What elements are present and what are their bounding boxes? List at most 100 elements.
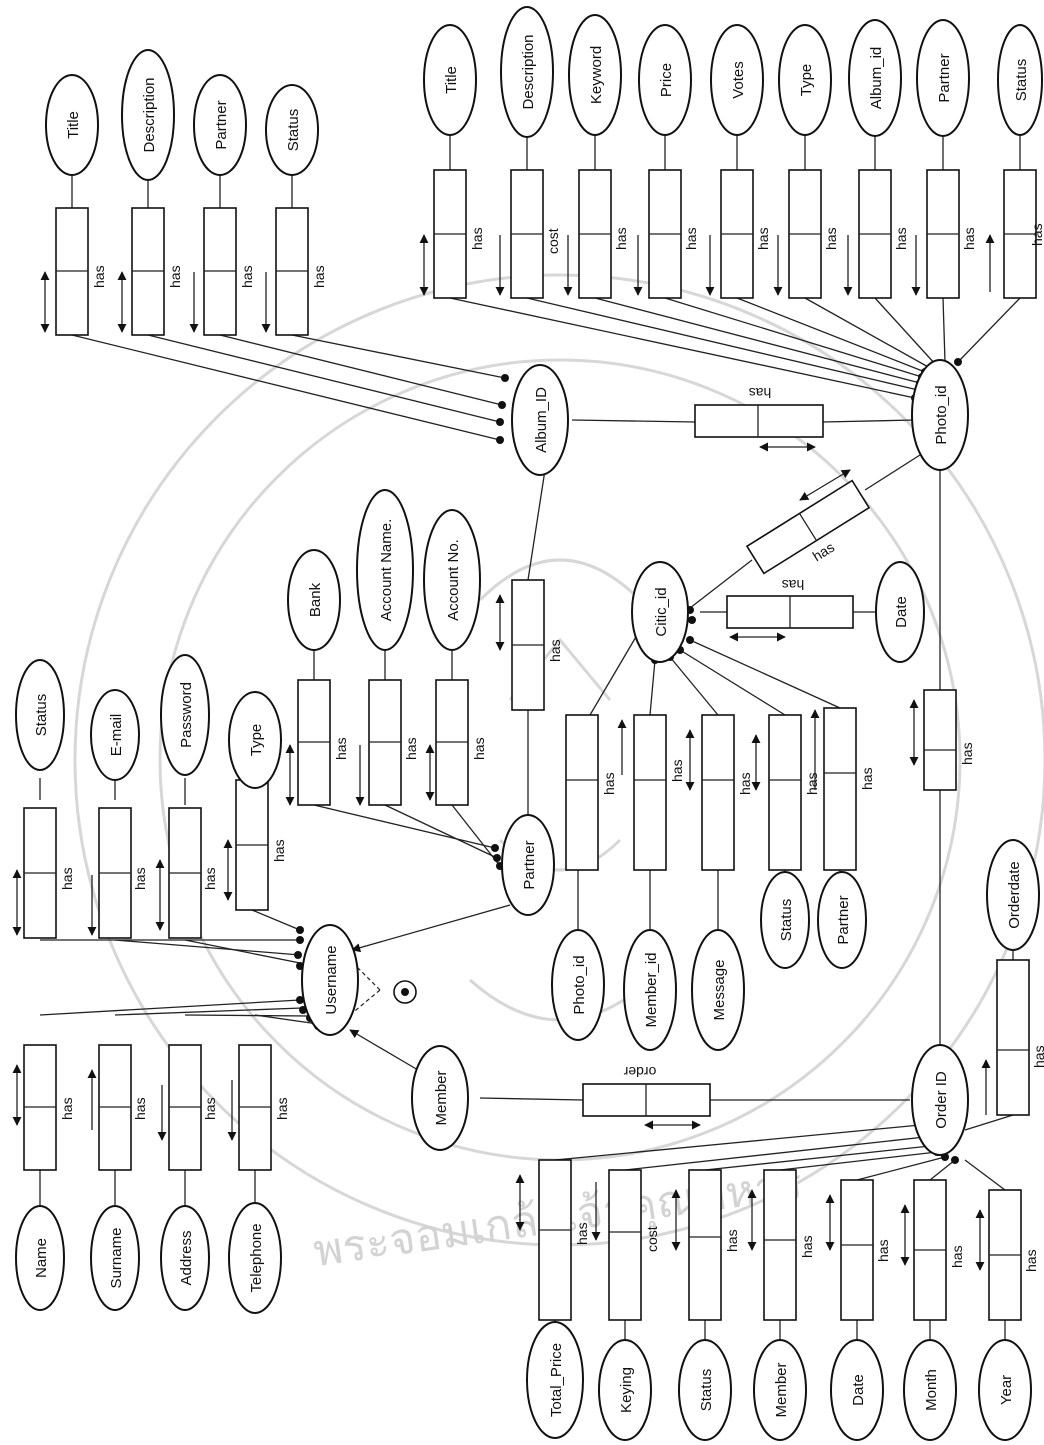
attr-password: Password — [161, 655, 209, 775]
rel-order-member-order: order — [583, 1064, 710, 1116]
svg-text:Price: Price — [658, 63, 675, 97]
attr-address: Address — [161, 1206, 209, 1310]
attr-order-year: Year — [979, 1340, 1031, 1440]
svg-text:Account No.: Account No. — [445, 539, 462, 621]
svg-text:Status: Status — [698, 1369, 715, 1412]
attr-photo-status: Status — [998, 25, 1042, 135]
rel-has-orderdate: has — [997, 960, 1044, 1115]
attr-surname: Surname — [91, 1206, 139, 1310]
attr-album-title: Title — [46, 75, 98, 175]
svg-text:has: has — [471, 737, 487, 760]
svg-text:Name: Name — [33, 1238, 50, 1278]
svg-text:Votes: Votes — [730, 61, 747, 99]
rel-has-order-member: has — [764, 1170, 815, 1320]
rel-has-order-month: has — [914, 1180, 965, 1320]
attr-name: Name — [16, 1206, 64, 1310]
svg-text:Status: Status — [778, 899, 795, 942]
attr-photo-title: Title — [424, 25, 476, 135]
svg-text:Description: Description — [141, 77, 158, 152]
rel-has-partner-album: has — [512, 580, 563, 710]
rel-has-email: has — [99, 808, 148, 938]
attr-type: Type — [229, 692, 281, 788]
rel-has-address: has — [169, 1045, 218, 1170]
svg-text:Partner: Partner — [213, 100, 230, 149]
svg-text:has: has — [669, 759, 685, 782]
entity-partner: Partner — [502, 815, 554, 915]
svg-text:has: has — [132, 1097, 148, 1120]
rel-has-status: has — [24, 808, 75, 938]
attr-account-no: Account No. — [424, 510, 480, 650]
svg-text:has: has — [469, 227, 485, 250]
svg-text:Title: Title — [443, 66, 460, 94]
entity-photo: Photo_id — [912, 360, 968, 470]
svg-text:has: has — [311, 265, 327, 288]
entity-citic-label: Citic_id — [653, 587, 670, 636]
svg-text:has: has — [961, 227, 977, 250]
rel-has-account-name: has — [369, 680, 419, 805]
svg-text:has: has — [782, 577, 805, 593]
svg-text:Keying: Keying — [618, 1367, 635, 1413]
svg-text:Partner: Partner — [835, 895, 852, 944]
svg-text:Total_Price: Total_Price — [548, 1343, 565, 1417]
svg-text:has: has — [59, 1097, 75, 1120]
rel-has-album-photo: has — [695, 385, 823, 437]
svg-text:has: has — [1023, 1249, 1039, 1272]
svg-text:has: has — [959, 742, 975, 765]
attr-citic-date: Date — [876, 562, 924, 662]
rel-has-name: has — [24, 1045, 75, 1170]
rel-has-password: has — [169, 808, 218, 938]
svg-text:has: has — [613, 227, 629, 250]
svg-text:Title: Title — [65, 111, 82, 139]
svg-text:E-mail: E-mail — [108, 714, 125, 757]
svg-text:has: has — [202, 1097, 218, 1120]
entity-order: Order ID — [912, 1045, 968, 1155]
rel-has-album-partner: has — [204, 208, 255, 335]
entity-username-label: Username — [323, 945, 340, 1014]
svg-text:order: order — [623, 1064, 656, 1080]
svg-text:Album_id: Album_id — [868, 47, 885, 110]
attr-citic-member-id: Member_id — [624, 930, 676, 1050]
svg-text:Member: Member — [773, 1362, 790, 1417]
rel-has-photo-order: has — [924, 690, 975, 790]
svg-text:Status: Status — [33, 694, 50, 737]
entity-album: Album_ID — [512, 365, 568, 475]
svg-text:has: has — [683, 227, 699, 250]
svg-text:has: has — [823, 227, 839, 250]
rel-has-photo-price: has — [649, 170, 699, 298]
svg-text:has: has — [202, 867, 218, 890]
attr-photo-type: Type — [779, 25, 831, 135]
rel-has-photo-status: has — [1004, 170, 1044, 298]
svg-text:has: has — [271, 839, 287, 862]
rel-has-photo-title: has — [434, 170, 485, 298]
svg-text:has: has — [804, 772, 820, 795]
svg-text:Month: Month — [923, 1369, 940, 1411]
svg-text:Photo_id: Photo_id — [571, 955, 588, 1014]
rel-has-citic-status: has — [769, 715, 820, 870]
svg-text:has: has — [574, 1222, 590, 1245]
rel-has-photo-partner: has — [927, 170, 977, 298]
svg-text:has: has — [167, 265, 183, 288]
attr-photo-price: Price — [639, 25, 691, 135]
svg-text:Partner: Partner — [936, 53, 953, 102]
svg-text:Date: Date — [893, 596, 910, 628]
entity-member: Member — [412, 1046, 468, 1150]
attr-order-member: Member — [754, 1340, 806, 1440]
svg-text:has: has — [59, 867, 75, 890]
attr-citic-photo-id: Photo_id — [552, 930, 604, 1040]
svg-text:has: has — [1029, 223, 1044, 246]
attr-photo-album-id: Album_id — [849, 20, 901, 136]
svg-text:Bank: Bank — [307, 582, 324, 617]
entity-album-label: Album_ID — [533, 387, 550, 453]
rel-has-citic-date: has — [727, 577, 853, 628]
attr-account-name: Account Name. — [357, 490, 413, 650]
rel-has-citic-partner: has — [824, 708, 875, 870]
svg-text:Address: Address — [178, 1230, 195, 1285]
svg-text:Status: Status — [1013, 59, 1030, 102]
svg-text:has: has — [949, 1245, 965, 1268]
isa-circle — [394, 981, 416, 1003]
rel-has-photo-album-id: has — [859, 170, 909, 298]
attr-orderdate: Orderdate — [987, 840, 1039, 950]
svg-text:has: has — [274, 1097, 290, 1120]
svg-text:has: has — [132, 867, 148, 890]
